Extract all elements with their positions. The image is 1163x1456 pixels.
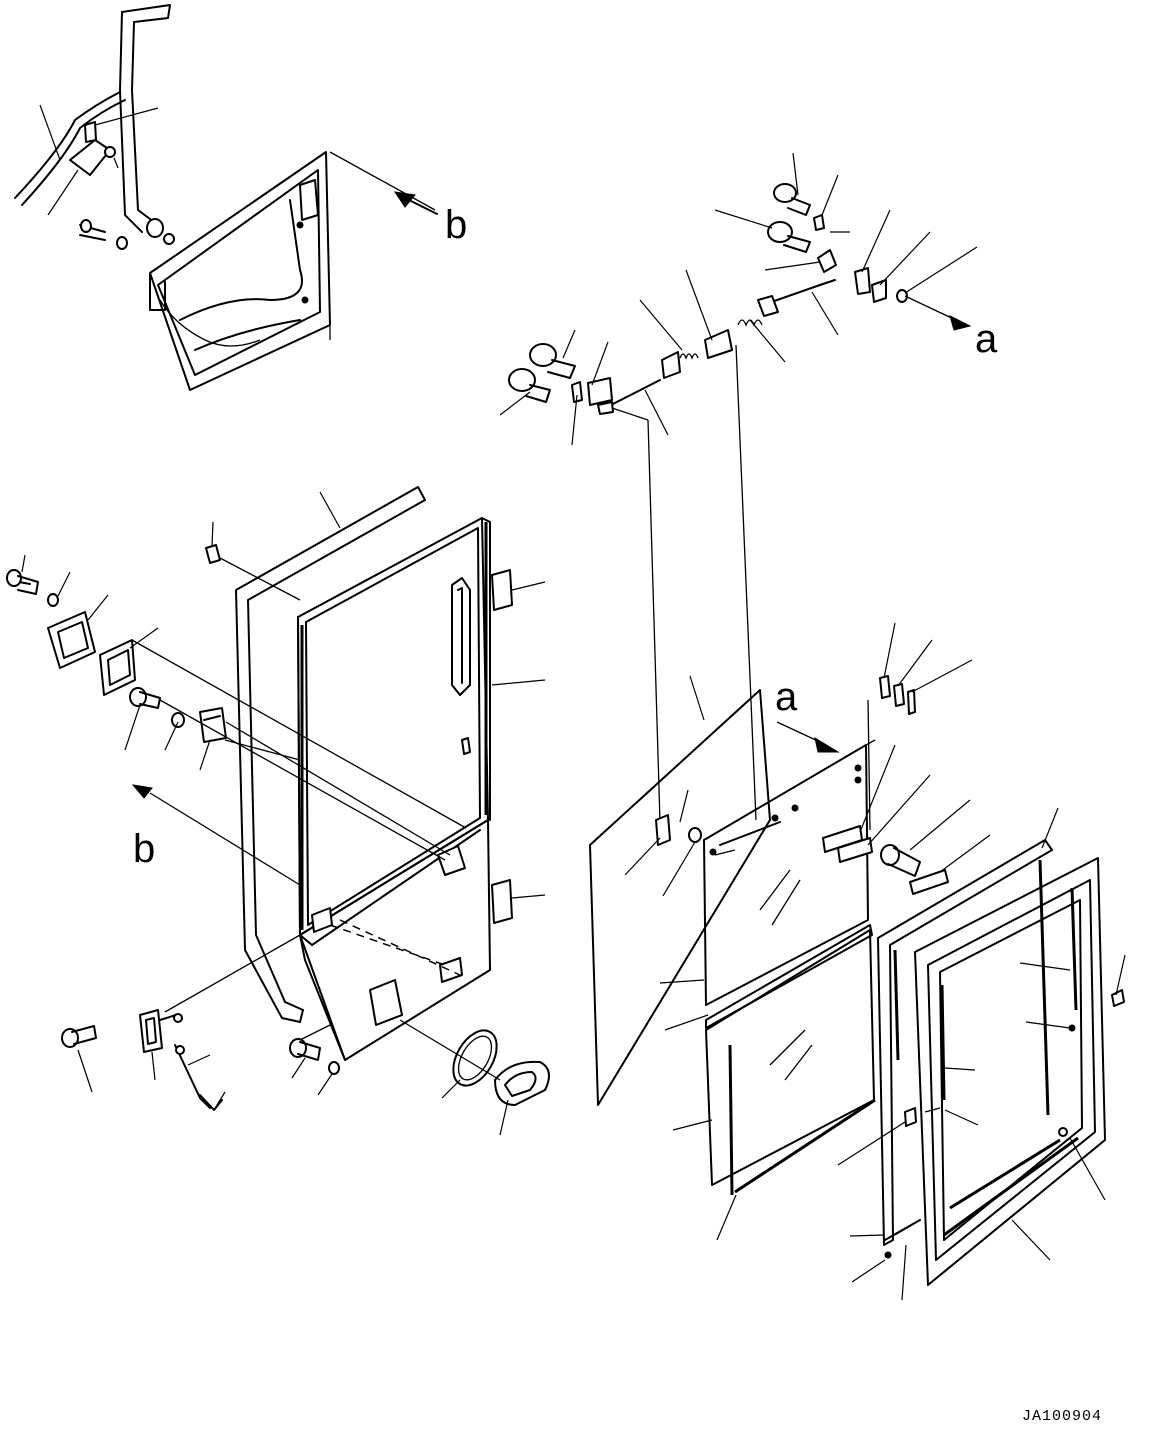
cab-frame-assembly (149, 151, 331, 391)
lock-mechanism (508, 183, 908, 415)
lower-sliding-glass (705, 924, 876, 1196)
upper-sliding-glass (655, 744, 869, 1006)
window-sash-frame (914, 857, 1125, 1286)
support-rod (79, 4, 175, 250)
door-glass (589, 689, 771, 1106)
view-marker-a-top: a (975, 317, 998, 361)
view-marker-a-middle: a (775, 675, 798, 719)
door-frame (297, 517, 513, 1061)
door-weatherstrip (235, 486, 426, 1023)
hinge-parts-left (6, 544, 227, 743)
rail-hardware (822, 675, 949, 895)
view-marker-b-left: b (133, 827, 155, 871)
lock-parts-lower-left (61, 1009, 550, 1111)
stay-bracket (14, 91, 126, 206)
sash-weatherstrip (877, 839, 1053, 1259)
view-marker-b-top: b (445, 203, 467, 247)
drawing-code: JA100904 (1022, 1408, 1103, 1425)
